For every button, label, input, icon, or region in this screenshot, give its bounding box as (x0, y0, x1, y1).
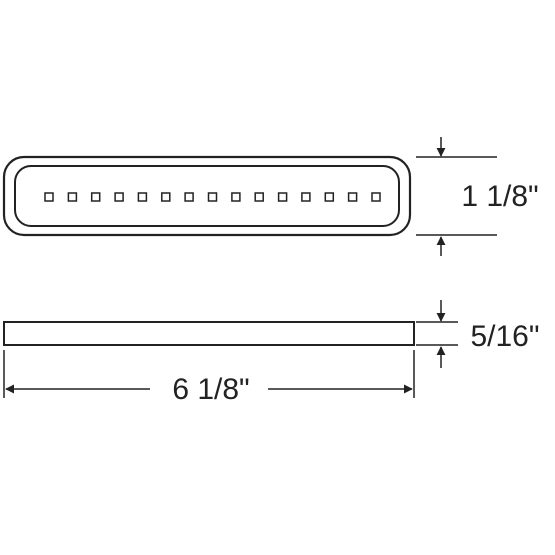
led-square (90, 192, 101, 202)
lamp-inner-lens (14, 165, 400, 227)
led-square (161, 192, 171, 202)
led-row (44, 192, 381, 202)
lamp-outer-outline (2, 155, 412, 237)
led-square (184, 192, 194, 202)
led-square (254, 192, 264, 202)
lamp-top-view (2, 155, 412, 237)
lamp-side-view (3, 321, 415, 346)
thickness-dimension: 5/16" (416, 300, 540, 368)
led-square (114, 192, 124, 202)
led-square (67, 192, 78, 202)
length-dimension-label: 6 1/8" (172, 373, 249, 406)
led-square (301, 192, 311, 202)
led-square (137, 192, 148, 202)
led-square (347, 192, 358, 202)
led-square (207, 192, 218, 202)
length-dimension: 6 1/8" (3, 350, 415, 406)
led-square (324, 192, 335, 202)
thickness-dimension-label: 5/16" (470, 320, 539, 353)
led-square (277, 192, 288, 202)
led-square (231, 192, 241, 202)
lamp-side-profile (3, 321, 415, 346)
height-dimension-label: 1 1/8" (461, 180, 538, 213)
led-square (44, 192, 54, 202)
led-square (371, 192, 381, 202)
height-dimension: 1 1/8" (416, 137, 539, 256)
